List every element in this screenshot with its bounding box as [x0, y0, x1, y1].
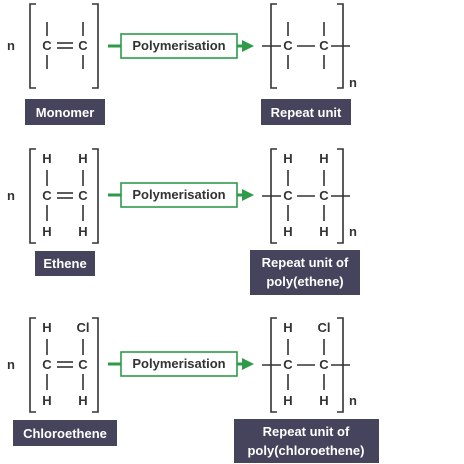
monomer-structure: H H C C H H	[29, 148, 99, 244]
poly-chloroethene-label: Repeat unit of poly(chloroethene)	[234, 419, 379, 463]
repeat-unit-structure: H Cl C C H H	[262, 317, 350, 413]
monomer-structure: H Cl C C H H	[29, 317, 99, 413]
svg-text:Repeat unit of: Repeat unit of	[262, 255, 349, 270]
carbon-atom-right: C	[78, 357, 88, 372]
carbon-atom-left: C	[283, 188, 293, 203]
hydrogen-top-right: H	[319, 151, 328, 166]
hydrogen-bottom-right: H	[319, 393, 328, 408]
hydrogen-top-left: H	[283, 151, 292, 166]
left-bracket	[29, 3, 36, 89]
chlorine-top-right: Cl	[77, 320, 90, 335]
hydrogen-bottom-left: H	[283, 224, 292, 239]
polymerisation-arrow: Polymerisation	[108, 33, 254, 59]
left-bracket	[29, 148, 36, 244]
carbon-atom-left: C	[42, 188, 52, 203]
svg-text:poly(chloroethene): poly(chloroethene)	[247, 443, 364, 458]
row-3: n H Cl C C H H Polymerisation	[7, 317, 379, 463]
hydrogen-top-left: H	[42, 320, 51, 335]
hydrogen-bottom-right: H	[319, 224, 328, 239]
chlorine-top-right: Cl	[318, 320, 331, 335]
svg-text:poly(ethene): poly(ethene)	[266, 274, 343, 289]
monomer-n-coefficient: n	[7, 188, 15, 203]
arrow-label-box	[120, 351, 238, 377]
hydrogen-bottom-left: H	[42, 393, 51, 408]
carbon-atom-right: C	[78, 38, 88, 53]
right-bracket	[92, 3, 99, 89]
arrow-label-box	[120, 33, 238, 59]
hydrogen-top-left: H	[42, 151, 51, 166]
svg-text:Monomer: Monomer	[36, 105, 95, 120]
carbon-atom-left: C	[42, 357, 52, 372]
ethene-label: Ethene	[35, 251, 95, 276]
hydrogen-top-left: H	[283, 320, 292, 335]
arrow-label: Polymerisation	[132, 38, 225, 53]
monomer-label: Monomer	[25, 99, 105, 125]
carbon-atom-right: C	[319, 188, 329, 203]
left-bracket	[29, 317, 36, 413]
arrow-label: Polymerisation	[132, 356, 225, 371]
repeat-unit-structure: H H C C H H	[262, 148, 350, 244]
repeat-unit-n-subscript: n	[349, 393, 357, 408]
repeat-unit-n-subscript: n	[349, 75, 357, 90]
monomer-structure: C C	[29, 3, 99, 89]
monomer-n-coefficient: n	[7, 38, 15, 53]
repeat-unit-n-subscript: n	[349, 224, 357, 239]
arrow-head-icon	[242, 189, 254, 201]
right-bracket	[92, 148, 99, 244]
carbon-atom-right: C	[78, 188, 88, 203]
arrow-label: Polymerisation	[132, 187, 225, 202]
repeat-unit-structure: C C	[262, 3, 350, 89]
monomer-n-coefficient: n	[7, 357, 15, 372]
hydrogen-top-right: H	[78, 151, 87, 166]
polymerisation-arrow: Polymerisation	[108, 182, 254, 208]
row-1: n C C Polymerisation C	[7, 3, 357, 125]
polymerisation-arrow: Polymerisation	[108, 351, 254, 377]
repeat-unit-label: Repeat unit	[261, 99, 351, 125]
carbon-atom-left: C	[283, 357, 293, 372]
hydrogen-bottom-right: H	[78, 393, 87, 408]
right-bracket	[92, 317, 99, 413]
carbon-atom-left: C	[283, 38, 293, 53]
hydrogen-bottom-left: H	[283, 393, 292, 408]
hydrogen-bottom-right: H	[78, 224, 87, 239]
carbon-atom-right: C	[319, 38, 329, 53]
svg-text:Repeat unit: Repeat unit	[271, 105, 342, 120]
arrow-head-icon	[242, 40, 254, 52]
svg-text:Repeat unit of: Repeat unit of	[263, 424, 350, 439]
chloroethene-label: Chloroethene	[13, 420, 117, 446]
svg-text:Ethene: Ethene	[43, 256, 86, 271]
row-2: n H H C C H H Polymerisation	[7, 148, 360, 295]
carbon-atom-left: C	[42, 38, 52, 53]
poly-ethene-label: Repeat unit of poly(ethene)	[250, 250, 360, 295]
svg-text:Chloroethene: Chloroethene	[23, 426, 107, 441]
arrow-head-icon	[242, 358, 254, 370]
hydrogen-bottom-left: H	[42, 224, 51, 239]
carbon-atom-right: C	[319, 357, 329, 372]
